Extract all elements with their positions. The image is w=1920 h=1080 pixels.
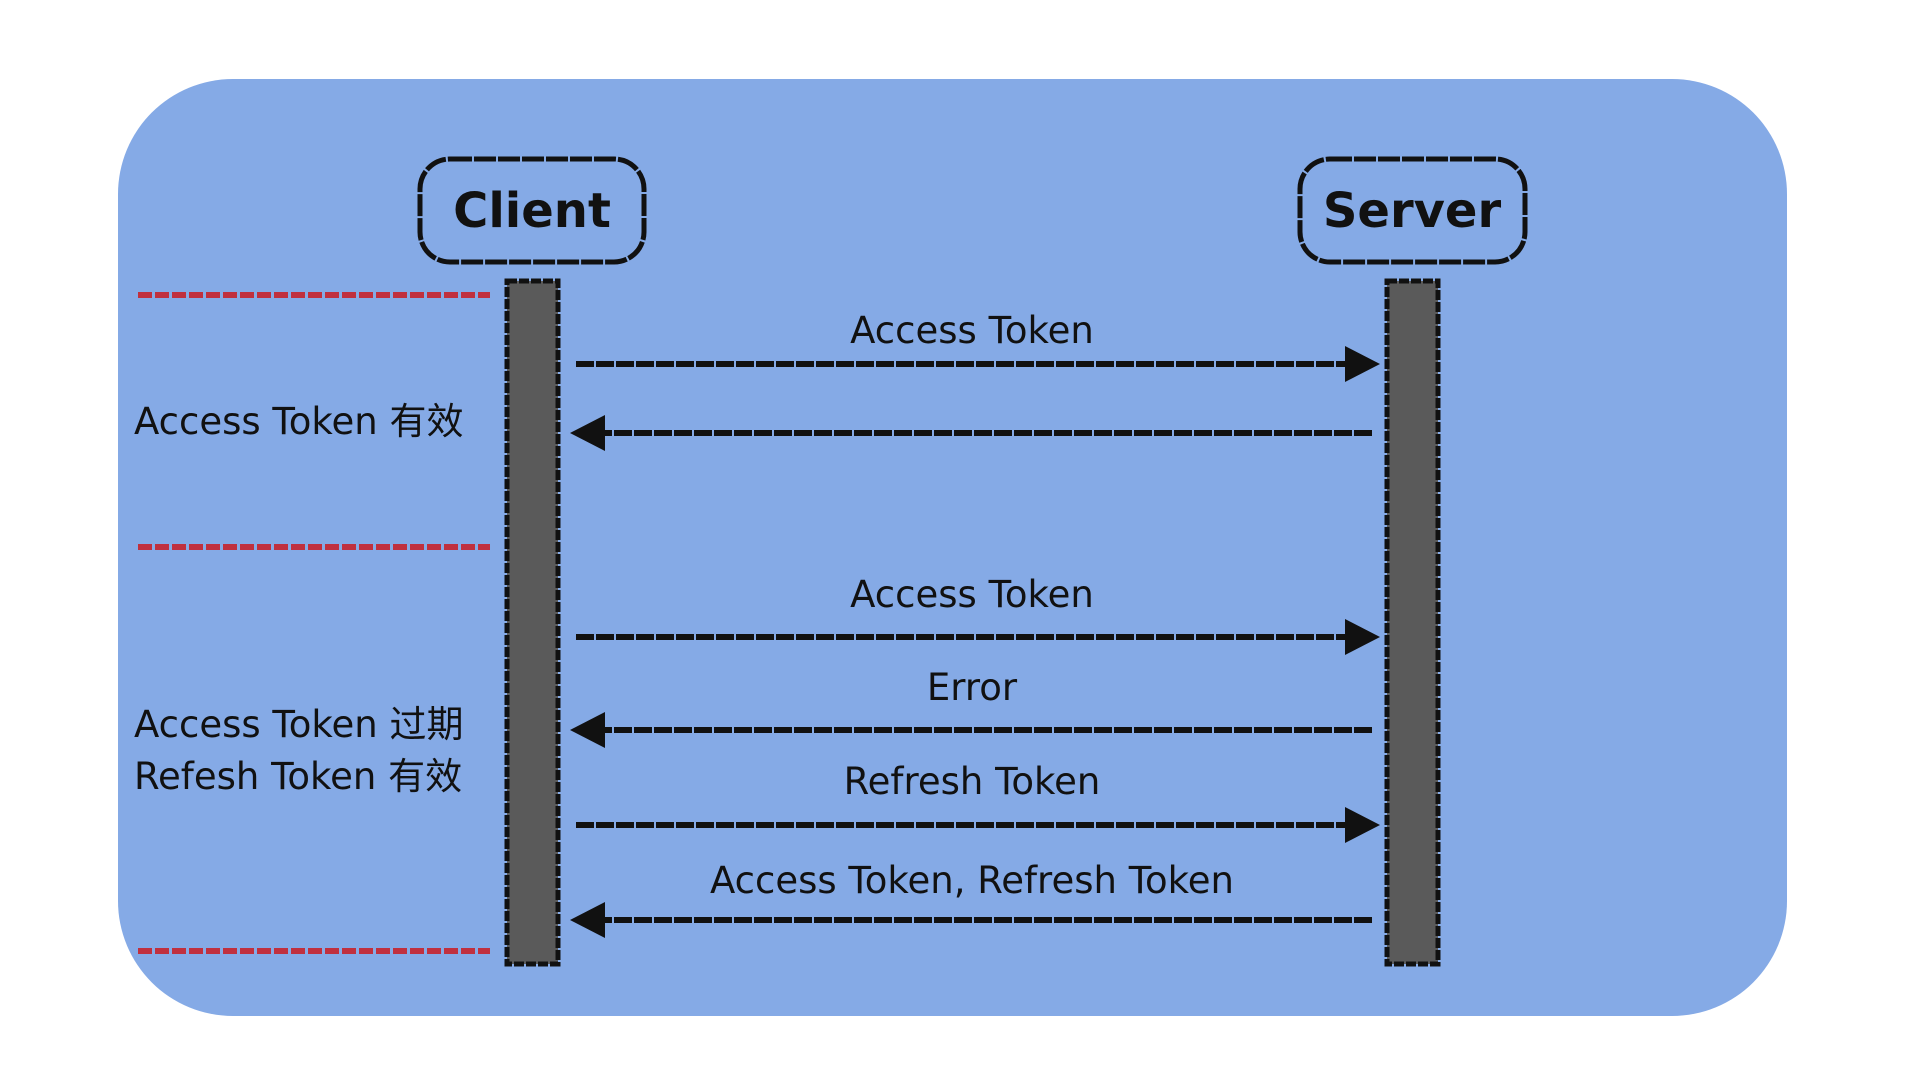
arrowhead-right-icon	[1345, 346, 1380, 382]
actor-client-label: Client	[453, 183, 611, 239]
phase-valid-label: Access Token 有效	[134, 400, 463, 443]
arrowhead-left-icon	[570, 712, 605, 748]
arrowhead-left-icon	[570, 415, 605, 451]
arrowhead-right-icon	[1345, 807, 1380, 843]
actor-server: Server	[1297, 156, 1528, 265]
phase-expired-label-line2: Refesh Token 有效	[134, 755, 462, 798]
arrowhead-left-icon	[570, 902, 605, 938]
message-valid-response	[570, 415, 1372, 451]
actor-client: Client	[417, 156, 647, 265]
message-refresh-token: Refresh Token	[576, 760, 1380, 843]
actor-client-box	[417, 156, 647, 265]
message-error: Error	[570, 666, 1372, 748]
message-label: Access Token	[850, 309, 1094, 352]
message-label: Access Token, Refresh Token	[710, 859, 1234, 902]
actor-server-label: Server	[1323, 183, 1502, 239]
message-access-token-retry: Access Token	[576, 573, 1380, 655]
client-lifeline	[504, 278, 561, 967]
server-lifeline	[1384, 278, 1441, 967]
message-access-token-request: Access Token	[576, 309, 1380, 382]
phase-expired-label-line1: Access Token 过期	[134, 703, 463, 746]
message-new-tokens: Access Token, Refresh Token	[570, 859, 1372, 938]
message-label: Access Token	[850, 573, 1094, 616]
actor-server-box	[1297, 156, 1528, 265]
message-label: Error	[927, 666, 1018, 709]
message-label: Refresh Token	[844, 760, 1101, 803]
arrowhead-right-icon	[1345, 619, 1380, 655]
